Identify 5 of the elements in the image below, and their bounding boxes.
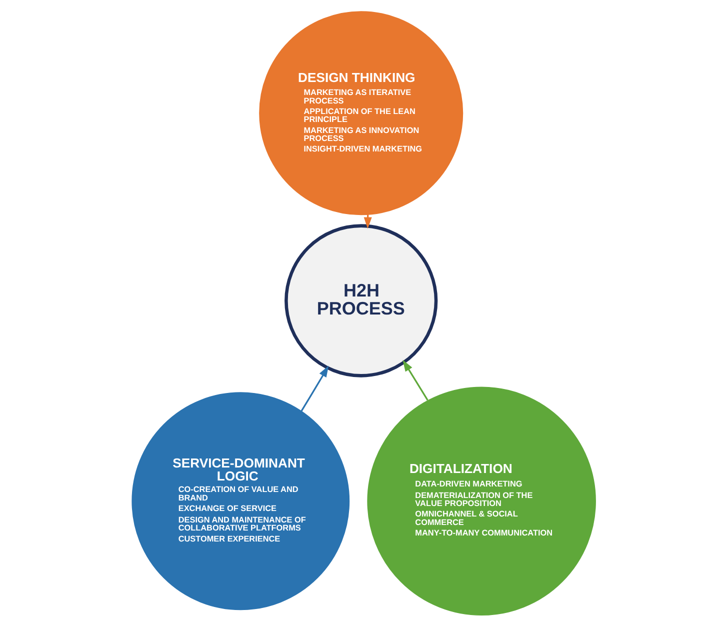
arrow [402,360,428,401]
arrow [300,366,328,412]
node-circle: DESIGN THINKING MARKETING AS ITERATIVE PROCESS APPLICATION OF THE LEAN PRINCIPLE MARKETING AS INNOVATION PROCESS INSIGHT-DRIVEN MARKETING [258,11,463,216]
node-circle: SERVICE-DOMINANT LOGIC CO-CREATION OF VALUE AND BRAND EXCHANGE OF SERVICE DESIGN AND MAINTENANCE OF COLLABORATIVE PLATFORMS CUSTOMER EXPERIENCE [131,392,350,610]
node-circle: DIGITALIZATION DATA-DRIVEN MARKETING DEMATERIALIZATION OF THE VALUE PROPOSITION OMNICHANNEL & SOCIAL COMMERCE MANY-TO-MANY COMMUNICATION [366,386,596,616]
